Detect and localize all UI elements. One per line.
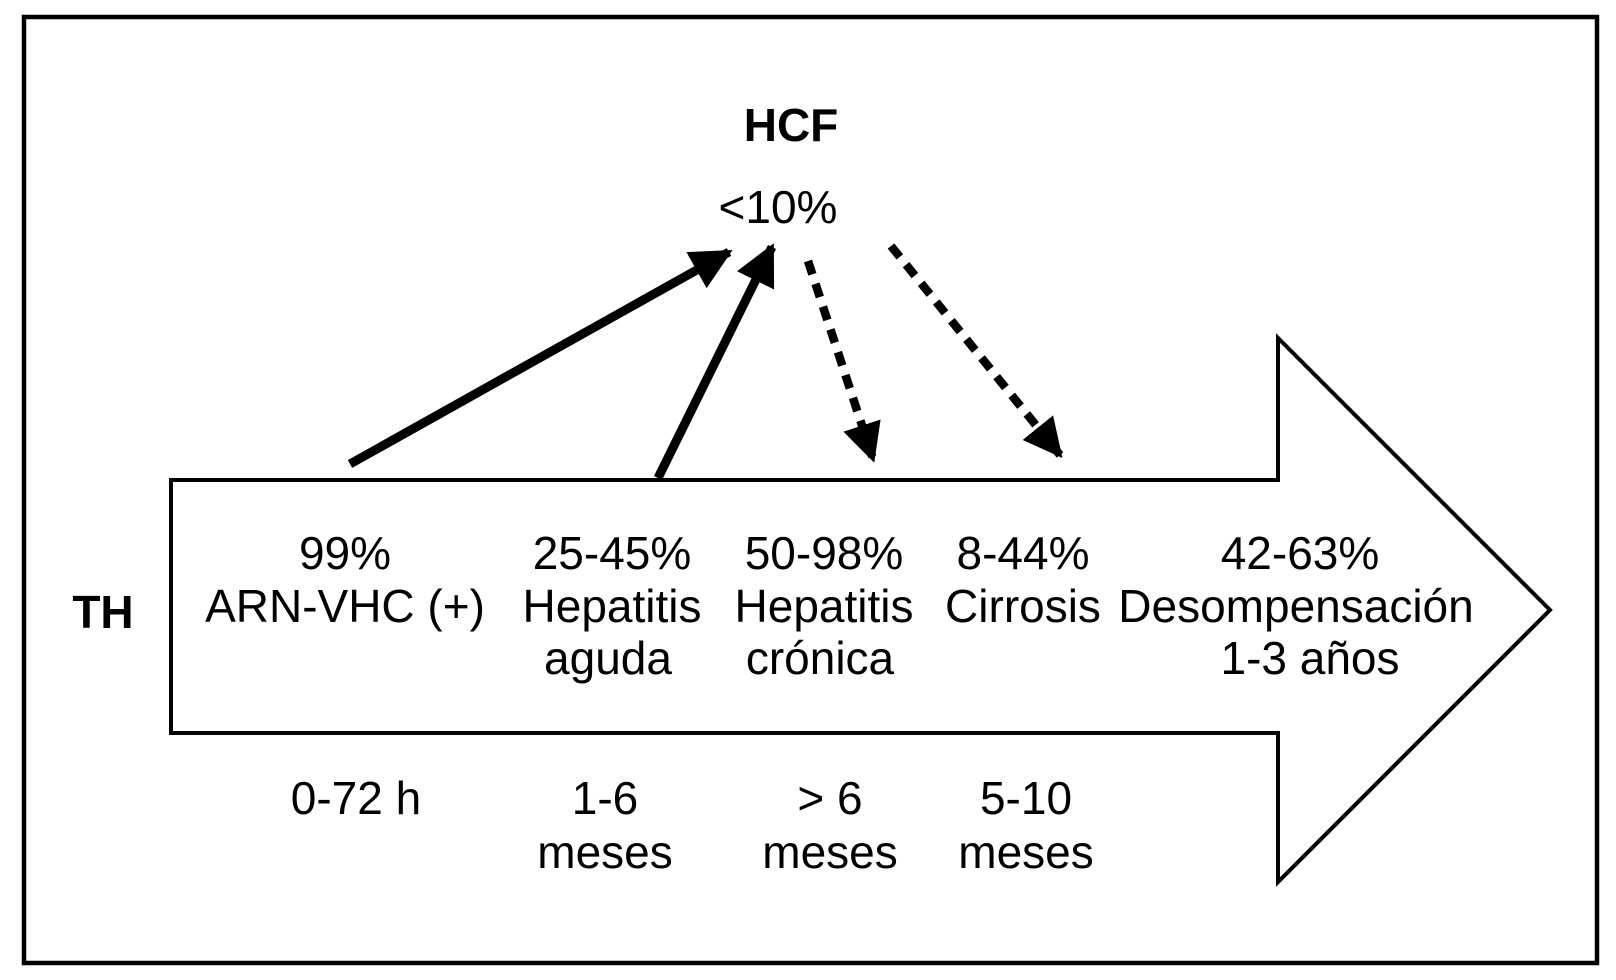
solid-up-arrow-2	[653, 243, 777, 480]
hcf-title: HCF	[743, 99, 839, 151]
time-1-6-meses-unit: meses	[537, 826, 673, 878]
stage-descompensacion-pct: 42-63%	[1220, 527, 1380, 579]
stage-arn-vhc-pct: 99%	[298, 527, 392, 579]
stage-cirrosis-pct: 8-44%	[956, 527, 1090, 579]
time-gt6-meses: > 6	[797, 772, 863, 824]
time-gt6-meses-unit: meses	[762, 826, 898, 878]
stage-descompensacion-label2: 1-3 años	[1220, 632, 1400, 684]
time-0-72h: 0-72 h	[290, 772, 422, 824]
outer-frame	[21, 14, 1600, 966]
stage-hepatitis-aguda-label2: aguda	[544, 632, 672, 684]
stage-arn-vhc-label: ARN-VHC (+)	[205, 580, 485, 632]
stage-hepatitis-cronica-label: Hepatitis	[734, 580, 914, 632]
stage-cirrosis-label: Cirrosis	[945, 580, 1101, 632]
time-5-10-meses: 5-10	[979, 772, 1073, 824]
progression-arrow-shape	[169, 333, 1553, 887]
time-5-10-meses-unit: meses	[958, 826, 1094, 878]
solid-up-arrow-1	[347, 248, 733, 468]
th-label: TH	[72, 586, 134, 638]
stage-hepatitis-aguda-pct: 25-45%	[532, 527, 692, 579]
stage-hepatitis-aguda-label: Hepatitis	[522, 580, 702, 632]
stage-hepatitis-cronica-pct: 50-98%	[744, 527, 904, 579]
dashed-down-arrow-1	[803, 259, 881, 463]
dashed-down-arrow-2	[887, 243, 1064, 459]
stage-hepatitis-cronica-label2: crónica	[745, 632, 895, 684]
stage-descompensacion-label: Desompensación	[1118, 580, 1474, 632]
time-1-6-meses: 1-6	[571, 772, 639, 824]
hcf-rate: <10%	[718, 181, 838, 233]
